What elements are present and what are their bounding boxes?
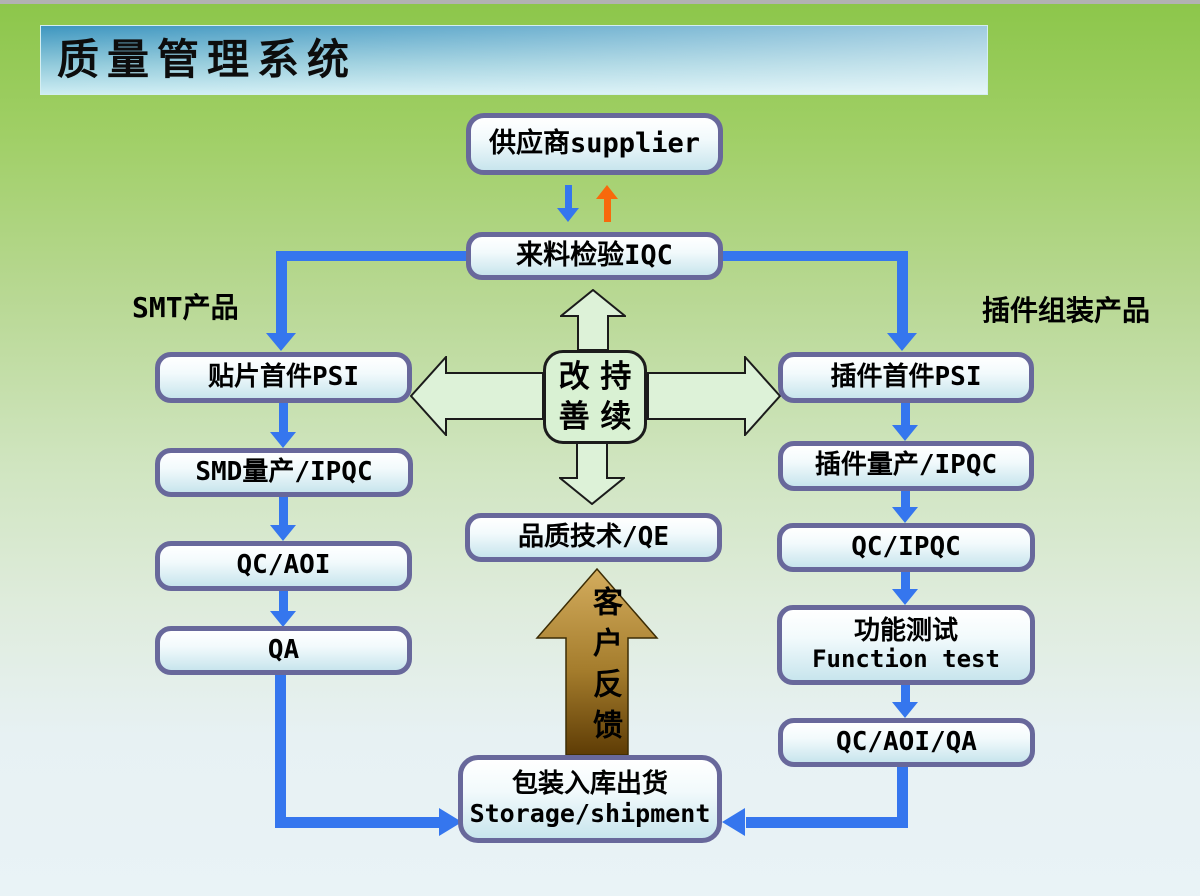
connector-qa-to-storage-horizontal <box>275 817 439 828</box>
hub-arrow-left-icon <box>410 356 544 436</box>
hub-line1: 改 持 <box>558 359 632 395</box>
arrow-supplier-to-iqc-head-icon <box>557 208 579 222</box>
node-qc-aoi-qa: QC/AOI/QA <box>778 718 1035 767</box>
arrow-dippsi-to-dipipqc-head-icon <box>892 425 918 441</box>
arrow-qcaoi-to-qa-head-icon <box>270 611 296 627</box>
arrow-iqc-to-supplier-return-stem <box>604 199 611 222</box>
node-storage: 包装入库出货 Storage/shipment <box>458 755 722 843</box>
arrow-dipipqc-to-qcipqc-stem <box>901 491 910 507</box>
arrow-qcipqc-to-functiontest-stem <box>901 572 910 589</box>
label-dip-products: 插件组装产品 <box>982 294 1151 327</box>
hub-arrow-right-icon <box>647 356 781 436</box>
node-supplier: 供应商supplier <box>466 113 723 175</box>
arrow-functiontest-to-qcaoiqa-head-icon <box>892 702 918 718</box>
node-function-test-cn: 功能测试 <box>853 616 958 646</box>
arrow-dipipqc-to-qcipqc-head-icon <box>892 507 918 523</box>
node-dip-psi: 插件首件PSI <box>778 352 1034 403</box>
connector-qcaoiqa-to-storage-horizontal <box>746 817 908 828</box>
page-title: 质量管理系统 <box>57 35 358 84</box>
node-function-test: 功能测试 Function test <box>777 605 1035 685</box>
hub-arrow-down-icon <box>559 442 625 505</box>
connector-iqc-to-dip-head-icon <box>887 333 917 351</box>
node-storage-cn: 包装入库出货 <box>511 769 668 800</box>
arrow-iqc-to-supplier-return-head-icon <box>596 185 618 199</box>
arrow-smtpsi-to-smdipqc-stem <box>279 402 288 432</box>
arrow-qcaoi-to-qa-stem <box>279 591 288 611</box>
connector-iqc-to-smt-horizontal <box>276 251 466 261</box>
hub-arrow-up-icon <box>560 289 626 351</box>
node-iqc: 来料检验IQC <box>466 232 723 280</box>
arrow-smtpsi-to-smdipqc-head-icon <box>270 432 296 448</box>
connector-qa-to-storage-vertical <box>275 675 286 823</box>
arrow-functiontest-to-qcaoiqa-stem <box>901 685 910 702</box>
node-qc-aoi: QC/AOI <box>155 541 412 591</box>
arrow-smdipqc-to-qcaoi-head-icon <box>270 525 296 541</box>
connector-qa-to-storage-head-icon <box>439 808 462 836</box>
node-qe: 品质技术/QE <box>465 513 722 562</box>
title-bar: 质量管理系统 <box>40 25 988 95</box>
connector-iqc-to-dip-vertical <box>897 251 908 334</box>
customer-feedback-label: 客户反馈 <box>587 586 622 750</box>
node-dip-ipqc: 插件量产/IPQC <box>778 441 1034 491</box>
node-storage-en: Storage/shipment <box>469 798 711 828</box>
connector-iqc-to-dip-horizontal <box>722 251 908 261</box>
node-qc-ipqc: QC/IPQC <box>777 523 1035 572</box>
arrow-smdipqc-to-qcaoi-stem <box>279 497 288 525</box>
node-smt-psi: 贴片首件PSI <box>155 352 412 403</box>
connector-qcaoiqa-to-storage-vertical <box>897 767 908 828</box>
label-smt-products: SMT产品 <box>132 291 239 324</box>
connector-qcaoiqa-to-storage-head-icon <box>722 808 745 836</box>
top-border-strip <box>0 0 1200 4</box>
connector-iqc-to-smt-vertical <box>276 251 287 334</box>
hub-line2: 善 续 <box>558 399 632 435</box>
node-qa: QA <box>155 626 412 675</box>
node-function-test-en: Function test <box>812 645 1000 674</box>
node-smd-ipqc: SMD量产/IPQC <box>155 448 413 497</box>
connector-iqc-to-smt-head-icon <box>266 333 296 351</box>
arrow-qcipqc-to-functiontest-head-icon <box>892 589 918 605</box>
arrow-dippsi-to-dipipqc-stem <box>901 403 910 425</box>
hub-continuous-improvement: 改 持 善 续 <box>543 350 647 444</box>
arrow-supplier-to-iqc-stem <box>565 185 572 208</box>
